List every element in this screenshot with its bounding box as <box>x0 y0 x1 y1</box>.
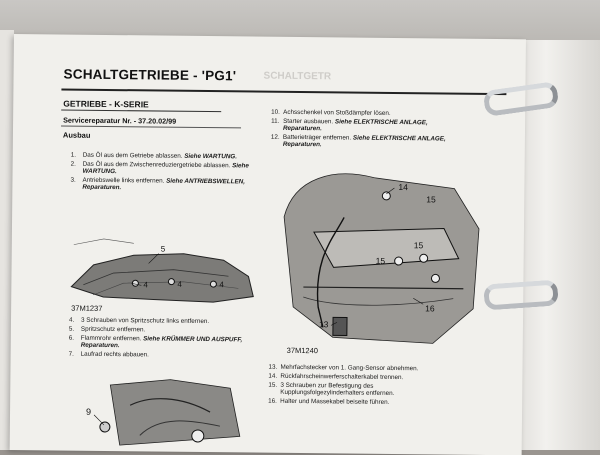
step-item: 13.Mehrfachstecker von 1. Gang-Sensor ab… <box>268 363 419 373</box>
callout-label: 13 <box>319 319 329 329</box>
show-through-text: SCHALTGETR <box>263 70 332 83</box>
callout-label: 15 <box>426 194 436 204</box>
callout-label: 16 <box>425 303 435 313</box>
steps-left-top: 1.Das Öl aus dem Getriebe ablassen. Sieh… <box>70 152 250 195</box>
step-item: 5.Spritzschutz entfernen. <box>68 325 146 334</box>
step-item: 4.3 Schrauben von Spritzschutz links ent… <box>68 316 210 326</box>
callout-label: 15 <box>376 256 386 266</box>
callout-label: 4 <box>177 280 182 289</box>
step-item: 15.3 Schrauben zur Befestigung des Kuppl… <box>268 381 395 398</box>
callout-label: 4 <box>219 280 224 289</box>
step-item: 3.Antriebswelle links entfernen. Siehe A… <box>70 176 246 192</box>
step-item: 2.Das Öl aus dem Zwischenreduziergetrieb… <box>70 160 249 176</box>
repair-rule <box>61 125 242 129</box>
step-item: 16.Halter und Massekabel beiseite führen… <box>268 397 390 406</box>
subheading-ausbau: Ausbau <box>62 130 91 140</box>
steps-right-top: 10.Achsschenkel von Stoßdämpfer lösen. 1… <box>271 109 456 152</box>
steps-right-bottom: 13.Mehrfachstecker von 1. Gang-Sensor ab… <box>268 364 453 409</box>
callout-label: 15 <box>414 240 424 250</box>
figure-wheel-hub: 9 <box>86 379 241 446</box>
figure-code: 37M1240 <box>287 346 318 355</box>
section-heading: GETRIEBE - K-SERIE <box>63 98 149 110</box>
callout-label: 9 <box>86 407 91 417</box>
step-item: 6.Flammrohr entfernen. Siehe KRÜMMER UND… <box>68 334 243 350</box>
step-item: 10.Achsschenkel von Stoßdämpfer lösen. <box>271 108 391 117</box>
steps-left-bottom: 4.3 Schrauben von Spritzschutz links ent… <box>69 317 254 362</box>
step-item: 7.Laufrad rechts abbauen. <box>68 350 149 359</box>
figure-gearbox-splash-shield: 5 4 4 4 37M1237 <box>70 238 254 313</box>
step-item: 11.Starter ausbauen. Siehe ELEKTRISCHE A… <box>271 117 428 133</box>
section-rule <box>61 109 222 113</box>
page-title: SCHALTGETRIEBE - 'PG1' <box>63 66 237 84</box>
callout-label: 14 <box>398 182 408 192</box>
step-item: 1.Das Öl aus dem Getriebe ablassen. Sieh… <box>70 151 237 161</box>
figure-code: 37M1237 <box>71 304 102 313</box>
manual-page: SCHALTGETR SCHALTGETRIEBE - 'PG1' GETRIE… <box>9 34 526 455</box>
figure-clutch-cylinder-bracket: 14 15 15 15 16 13 37M1240 <box>283 173 480 355</box>
step-item: 12.Batterieträger entfernen. Siehe ELEKT… <box>270 133 446 149</box>
title-rule <box>61 88 507 96</box>
callout-label: 4 <box>143 280 148 289</box>
callout-label: 5 <box>161 245 166 254</box>
step-item: 14.Rückfahrscheinwerferschalterkabel tre… <box>268 372 404 381</box>
binder-ring-bottom <box>483 279 559 311</box>
repair-number: Servicereparatur Nr. - 37.20.02/99 <box>63 115 177 126</box>
